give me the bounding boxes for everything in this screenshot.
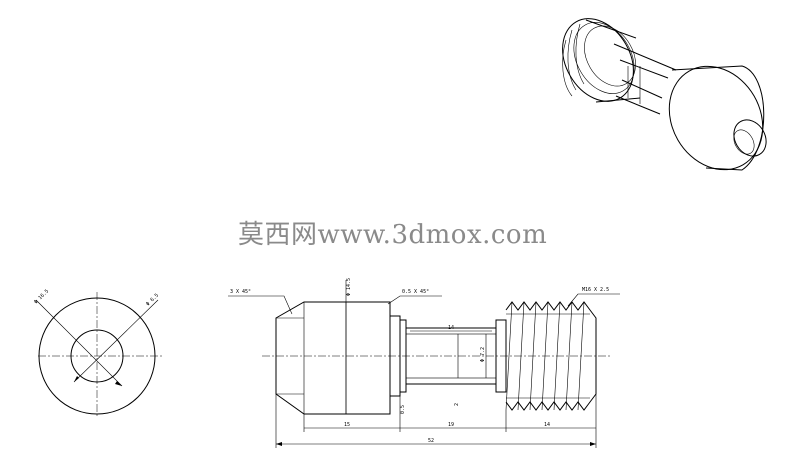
- len-total-label: 52: [428, 438, 434, 444]
- isometric-bolt-view: [562, 18, 767, 171]
- len-thread-label: 14: [544, 422, 550, 428]
- bolt-head: [275, 301, 391, 415]
- end-view-circles: Φ 16.5 Φ 6.5: [33, 288, 164, 418]
- dia-neck-label: Φ 7.2: [480, 347, 486, 362]
- dia-outer-label: Φ 16.5: [33, 288, 50, 305]
- chamfer-left-note: 3 X 45°: [230, 289, 251, 295]
- thread-section: [505, 301, 597, 411]
- thread-spec-note: M16 X 2.5: [582, 287, 609, 293]
- chamfer-right-note: 0.5 X 45°: [402, 289, 429, 295]
- inner-circle: [70, 329, 124, 383]
- watermark-text: 莫西网www.3dmox.com: [238, 220, 548, 250]
- outer-circle: [38, 297, 156, 415]
- small-dim-2: 2: [454, 403, 460, 406]
- slot-length-label: 14: [448, 325, 454, 331]
- small-dim-1: 0.5: [400, 405, 406, 414]
- len-head-label: 15: [344, 422, 350, 428]
- bolt-neck: [406, 327, 496, 385]
- len-neck-label: 19: [448, 422, 454, 428]
- side-view-bolt: 3 X 45° 0.5 X 45° M16 X 2.5 Φ 14.5 Φ 7.2…: [228, 278, 620, 448]
- dia-head-label: Φ 14.5: [346, 278, 352, 296]
